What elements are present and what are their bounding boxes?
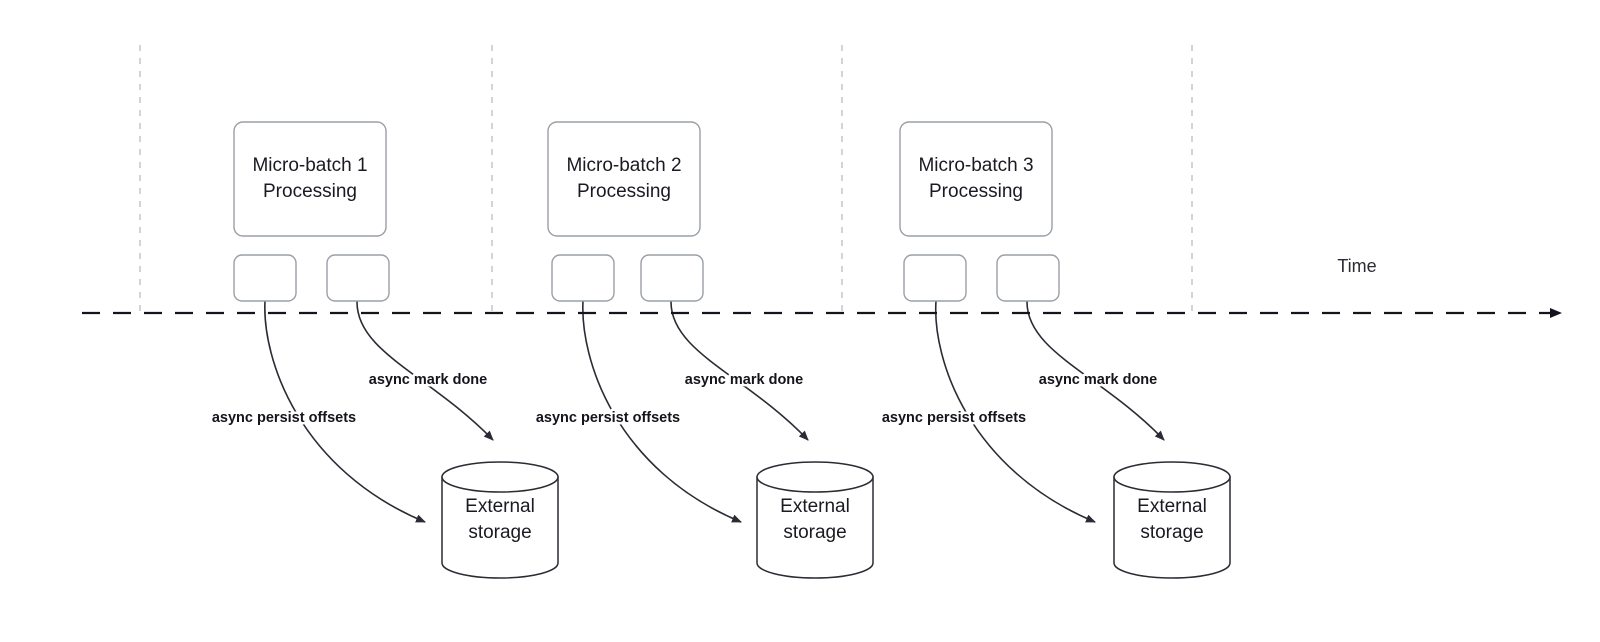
micro-batch-box-1-line2: Processing [263,181,357,202]
async-persist-offsets-label-halo-3: async persist offsets [882,410,1026,426]
external-storage-2-line2: storage [783,522,846,543]
task-box-left-2[interactable] [551,254,615,302]
async-persist-offsets-label-halo-1: async persist offsets [212,410,356,426]
async-persist-offsets-edge-3 [934,300,1096,523]
micro-batch-box-1-line1: Micro-batch 1 [252,155,367,176]
external-storage-1-line2: storage [468,522,531,543]
external-storage-3-line1: External [1137,496,1207,517]
async-mark-done-label-halo-1: async mark done [369,372,487,388]
micro-batch-box-3-line1: Micro-batch 3 [918,155,1033,176]
time-axis-label: Time [1337,256,1376,276]
async-mark-done-label-1: async mark done [369,372,487,388]
external-storage-body-1[interactable] [441,476,559,579]
task-box-left-1[interactable] [233,254,297,302]
async-persist-offsets-label-halo-2: async persist offsets [536,410,680,426]
time-axis-group: Time [82,256,1562,318]
external-storage-2-line1: External [780,496,850,517]
external-storage-3-line2: storage [1140,522,1203,543]
external-storage-body-2[interactable] [756,476,874,579]
async-mark-done-edge-3 [1026,300,1165,441]
micro-batch-box-1[interactable] [233,121,387,237]
async-mark-done-edge-2 [670,300,809,441]
external-storage-top-2 [756,461,874,493]
timeline-tick-group [139,45,1193,313]
async-mark-done-label-3: async mark done [1039,372,1157,388]
edge-label-group: async persist offsets async persist offse… [209,369,1159,428]
micro-batch-box-3[interactable] [899,121,1053,237]
micro-batch-box-2[interactable] [547,121,701,237]
async-persist-offsets-label-1: async persist offsets [212,410,356,426]
async-mark-done-edge-1 [356,300,494,441]
flow-edge-group [264,300,1165,523]
micro-batch-box-2-line1: Micro-batch 2 [566,155,681,176]
async-persist-offsets-edge-2 [582,300,742,523]
external-storage-top-3 [1113,461,1231,493]
external-storage-1-line1: External [465,496,535,517]
task-box-right-1[interactable] [326,254,390,302]
micro-batch-box-3-line2: Processing [929,181,1023,202]
async-mark-done-label-2: async mark done [685,372,803,388]
micro-batch-box-2-line2: Processing [577,181,671,202]
task-box-right-3[interactable] [996,254,1060,302]
async-persist-offsets-edge-1 [264,300,426,523]
task-box-left-3[interactable] [903,254,967,302]
task-box-right-2[interactable] [640,254,704,302]
async-persist-offsets-label-2: async persist offsets [536,410,680,426]
external-storage-top-1 [441,461,559,493]
async-mark-done-label-halo-3: async mark done [1039,372,1157,388]
async-persist-offsets-label-3: async persist offsets [882,410,1026,426]
external-storage-body-3[interactable] [1113,476,1231,579]
async-mark-done-label-halo-2: async mark done [685,372,803,388]
